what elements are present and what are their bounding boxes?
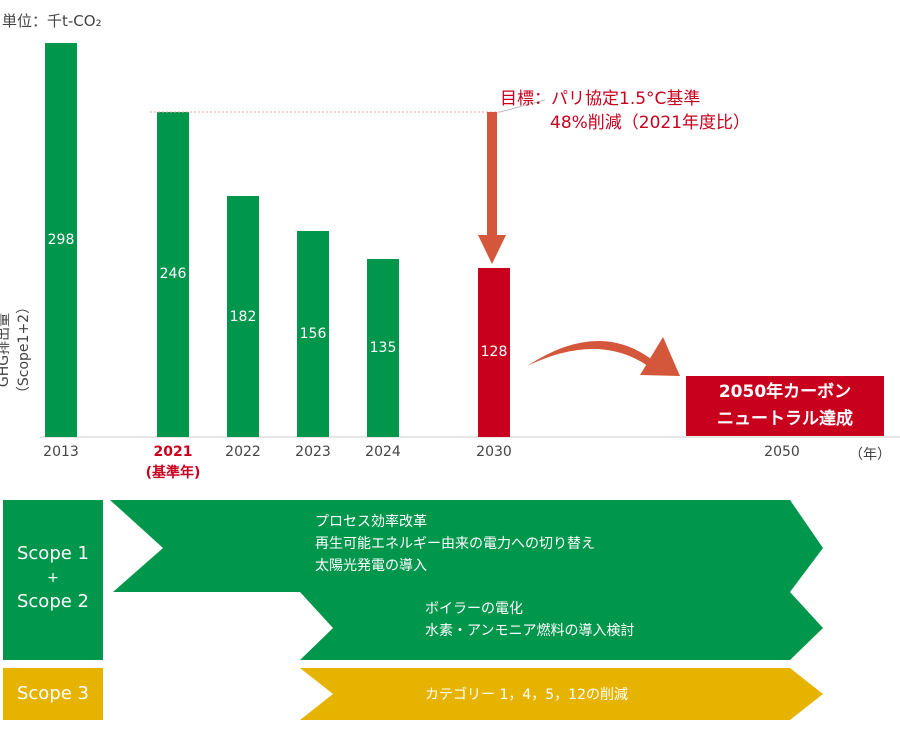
action-scope3: カテゴリー 1，4，5，12の削減 xyxy=(425,687,628,703)
x-axis-line xyxy=(40,436,900,438)
target-line1: 目標：パリ協定1.5°C基準 xyxy=(500,89,701,109)
action-list-2: ボイラーの電化 水素・アンモニア燃料の導入検討 xyxy=(425,598,634,642)
data-label: 182 xyxy=(229,308,257,325)
target-annotation: 目標：パリ協定1.5°C基準 48%削減（2021年度比） xyxy=(500,87,750,135)
plus-label: + xyxy=(47,570,59,586)
carbon-neutral-goal: 2050年カーボン ニュートラル達成 xyxy=(686,376,884,436)
roadmap-arrows xyxy=(110,500,823,720)
bar-2023: 156 xyxy=(297,230,329,437)
x-tick-2022: 2022 xyxy=(225,444,261,460)
target-line2: 48%削減（2021年度比） xyxy=(550,113,751,133)
data-label: 298 xyxy=(47,232,75,248)
bar-2024: 135 xyxy=(367,258,399,437)
arrow-scope12-a xyxy=(110,500,823,592)
scope1-label: Scope 1 xyxy=(16,543,89,564)
bar-2021: 246 xyxy=(157,111,189,437)
scope3-box: Scope 3 xyxy=(3,668,103,720)
curved-arrow-icon xyxy=(527,337,680,376)
goal-line2: ニュートラル達成 xyxy=(717,409,853,429)
action-item: 再生可能エネルギー由来の電力への切り替え xyxy=(315,536,595,552)
action-list-1: プロセス効率改革 再生可能エネルギー由来の電力への切り替え 太陽光発電の導入 xyxy=(315,511,595,577)
x-unit: （年） xyxy=(849,447,891,463)
x-tick-2023: 2023 xyxy=(295,444,331,460)
action-item: 水素・アンモニア燃料の導入検討 xyxy=(425,623,635,639)
base-year-note: (基準年) xyxy=(145,465,201,481)
arrow-scope12-b xyxy=(300,592,823,660)
bar-2013: 298 xyxy=(45,43,77,437)
x-tick-2030: 2030 xyxy=(476,444,512,460)
data-label: 135 xyxy=(369,339,397,356)
x-tick-2013: 2013 xyxy=(43,444,79,460)
action-item: プロセス効率改革 xyxy=(315,514,427,530)
annotations xyxy=(150,99,680,376)
data-label: 246 xyxy=(159,266,187,283)
x-tick-2021: 2021 xyxy=(153,444,193,460)
down-arrow-icon xyxy=(478,112,506,264)
arrow-scope3 xyxy=(300,668,823,720)
scope2-label: Scope 2 xyxy=(16,591,89,612)
x-tick-2024: 2024 xyxy=(365,444,401,460)
data-label: 156 xyxy=(299,325,327,342)
bar-2030: 128 xyxy=(478,267,510,437)
x-tick-2050: 2050 xyxy=(764,444,800,460)
data-label: 128 xyxy=(480,344,508,361)
action-item: 太陽光発電の導入 xyxy=(315,558,427,574)
leader-line xyxy=(499,99,546,113)
scope12-box: Scope 1 + Scope 2 xyxy=(3,500,103,660)
goal-line1: 2050年カーボン xyxy=(718,382,852,402)
unit-label: 単位：千t-CO₂ xyxy=(2,12,102,30)
bar-2022: 182 xyxy=(227,196,259,437)
action-item: ボイラーの電化 xyxy=(425,601,523,617)
